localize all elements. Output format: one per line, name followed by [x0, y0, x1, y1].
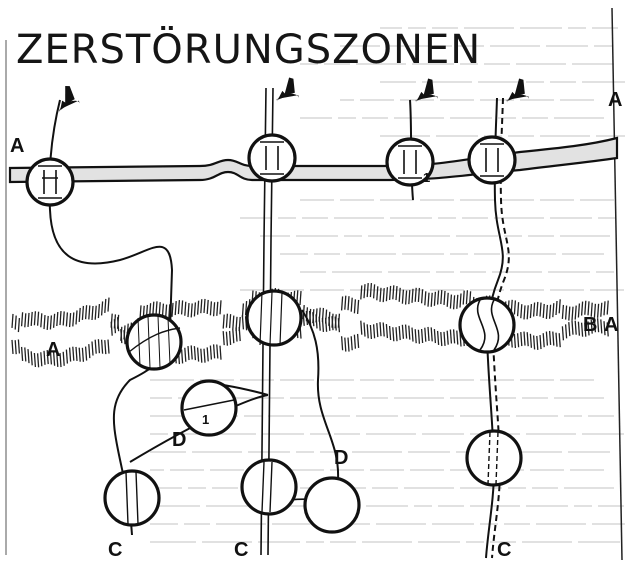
zone-circle-c-right [465, 429, 523, 487]
zone-number-lower: 1 [202, 412, 209, 427]
label-c-left: C [108, 539, 122, 561]
destruction-zones [25, 133, 523, 534]
river [8, 136, 619, 184]
arrow-icon [412, 77, 438, 103]
track-left [48, 99, 174, 536]
zone-circle-bridge-left [25, 157, 75, 207]
paper-edge-right [611, 7, 623, 561]
label-d-left: D [172, 429, 186, 451]
label-a-top-left: A [10, 135, 24, 157]
label-c-right: C [497, 539, 511, 561]
zone-circle-ridge-middle [245, 289, 303, 347]
zone-circle-ridge-left [125, 313, 183, 371]
background-print-through [150, 27, 625, 543]
arrow-icon [50, 83, 80, 113]
ridge-zone [11, 283, 609, 368]
label-b-right: B [583, 314, 597, 336]
zone-circle-bridge-right [467, 135, 517, 185]
track-secondary [301, 309, 340, 481]
label-d-right: D [334, 447, 348, 469]
label-a-middle-right: A [604, 314, 618, 336]
zone-circle-c-middle [240, 458, 298, 516]
zone-circle-c-left [103, 469, 161, 527]
label-a-middle-left: A [46, 339, 60, 361]
zone-circle-bridge-1 [385, 137, 435, 187]
label-c-middle: C [234, 539, 248, 561]
zone-circle-bridge-middle [247, 133, 297, 183]
zone-inner-details [38, 141, 504, 525]
arrow-icon [273, 76, 299, 102]
arrow-icon [503, 77, 529, 103]
zone-circle-1-lower [180, 379, 238, 437]
page-title: ZERSTÖRUNGSZONEN [16, 25, 481, 73]
zone-circle-ridge-right [458, 296, 516, 354]
label-a-top-right: A [608, 89, 622, 111]
zone-number-top: 1 [423, 170, 430, 185]
zone-circle-d-right [303, 476, 361, 534]
